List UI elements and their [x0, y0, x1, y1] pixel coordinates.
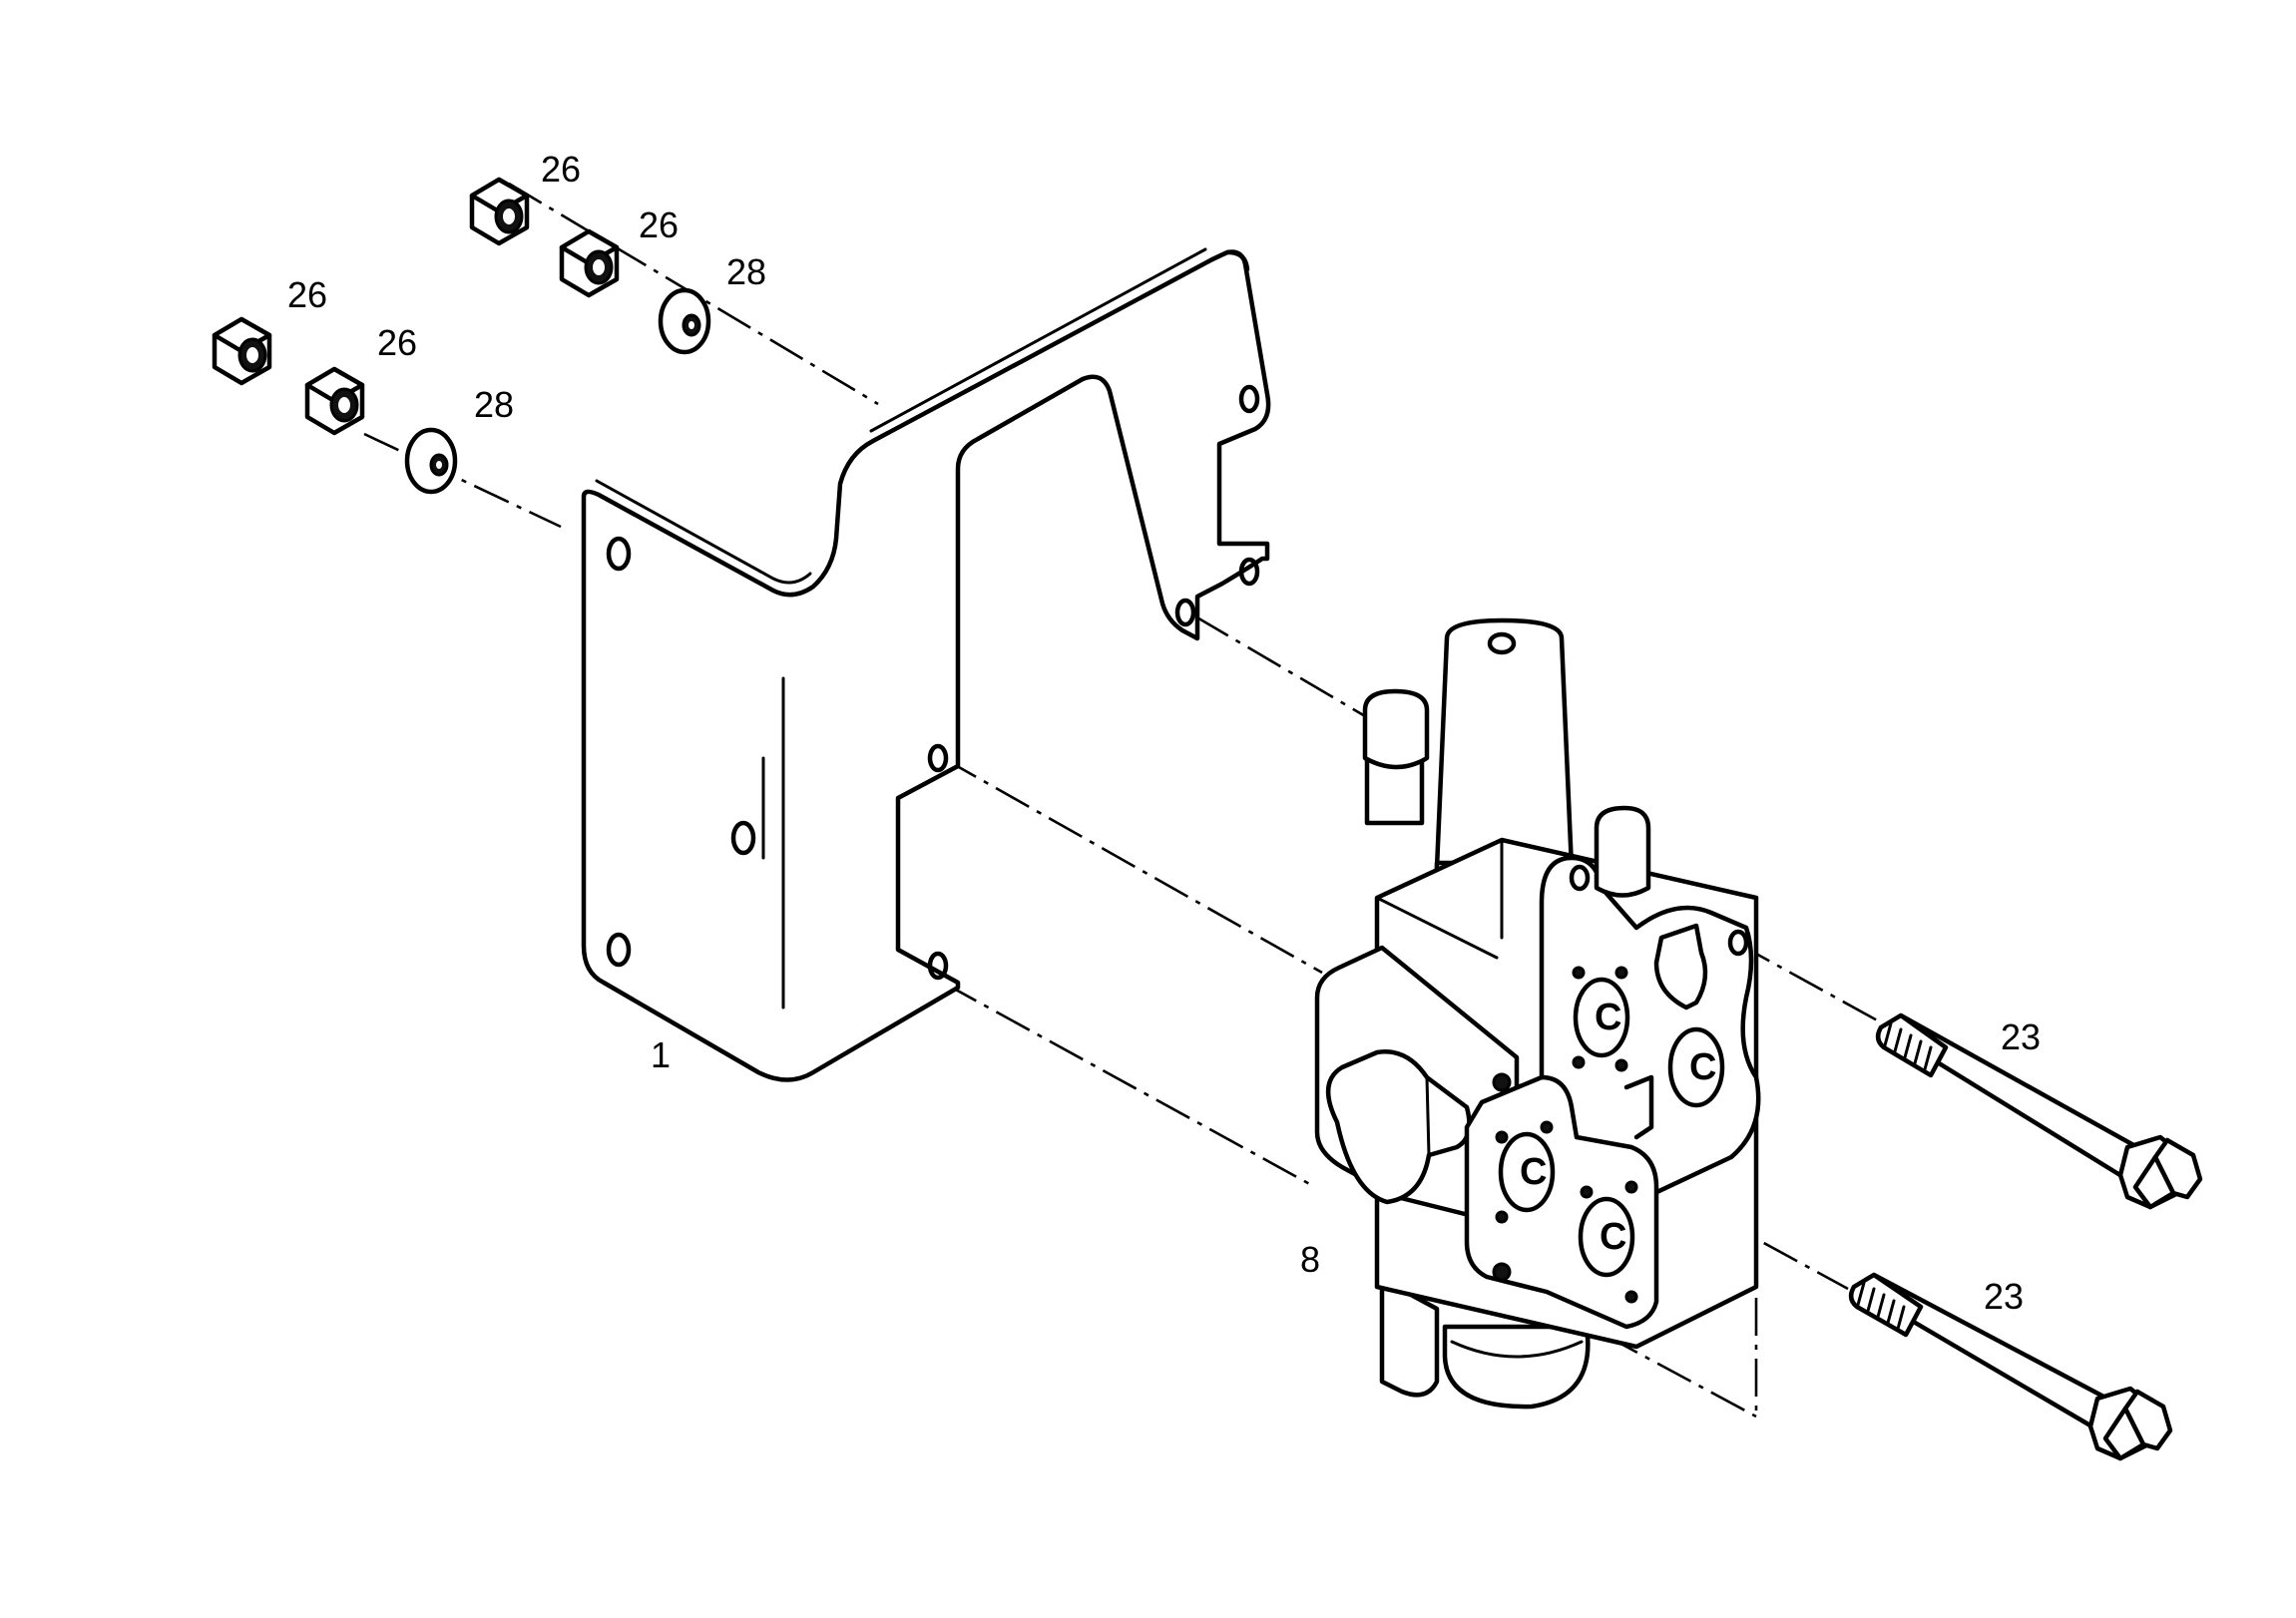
- hex-nut-26-d: [304, 366, 365, 436]
- hex-nut-26-c: [212, 316, 272, 386]
- svg-text:C: C: [1520, 1151, 1547, 1193]
- hex-nut-26-b: [559, 228, 620, 298]
- callout-26: 26: [287, 274, 327, 315]
- washer-28-b: [404, 427, 458, 495]
- hex-bolt-23-b: [1848, 1272, 2173, 1461]
- callout-26: 26: [541, 149, 581, 190]
- hex-bolt-23-a: [1875, 1012, 2203, 1210]
- callout-labels: 26 26 28 26 26 28 1 8 23 23: [287, 149, 2041, 1317]
- svg-text:C: C: [1689, 1046, 1716, 1088]
- callout-26: 26: [377, 322, 417, 363]
- svg-text:C: C: [1595, 997, 1621, 1038]
- callout-26: 26: [639, 204, 679, 245]
- callout-23: 23: [2001, 1016, 2041, 1057]
- svg-text:C: C: [1600, 1216, 1626, 1258]
- washer-28-a: [658, 287, 711, 355]
- mounting-bracket-1: [581, 247, 1271, 1082]
- callout-1: 1: [651, 1034, 671, 1075]
- callout-23: 23: [1984, 1276, 2024, 1317]
- callout-28: 28: [726, 251, 766, 292]
- callout-28: 28: [474, 384, 514, 425]
- callout-8: 8: [1300, 1239, 1320, 1280]
- control-valve-8: C C C C: [1314, 617, 1761, 1410]
- hex-nut-26-a: [469, 177, 530, 246]
